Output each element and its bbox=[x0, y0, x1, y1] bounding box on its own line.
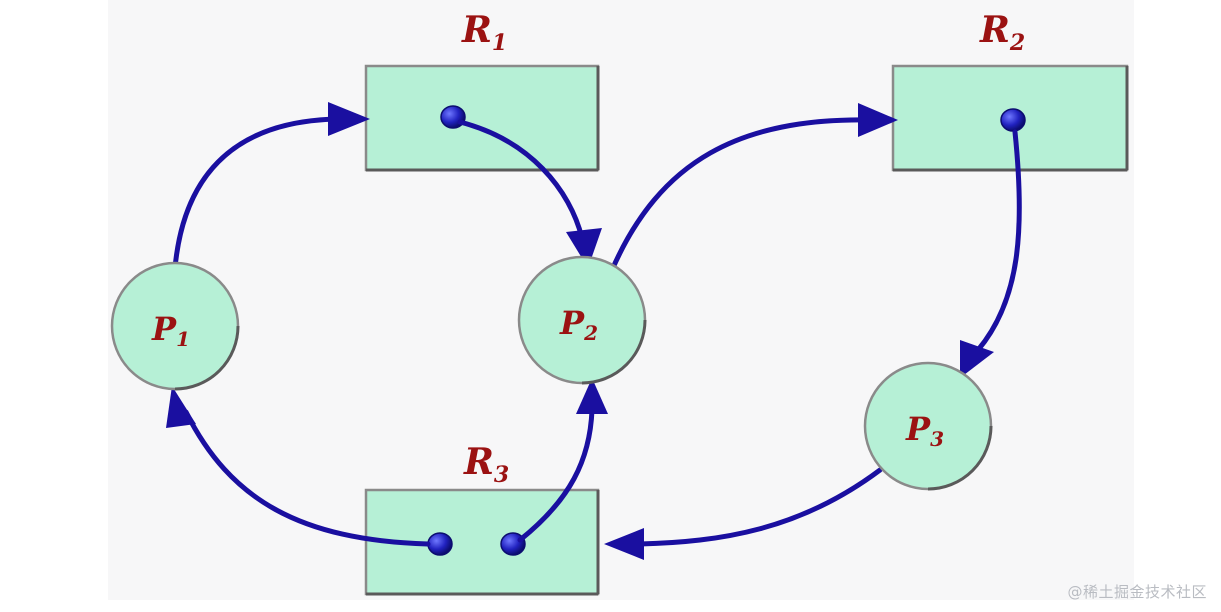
arrowhead-into-r2 bbox=[858, 103, 898, 137]
resource-r1-box bbox=[364, 64, 600, 172]
arrowhead-into-p3 bbox=[960, 340, 994, 378]
arrowhead-into-p1 bbox=[166, 386, 196, 428]
edge-p2-requests-r2 bbox=[609, 117, 873, 273]
resource-r2-label: R2 bbox=[979, 9, 1025, 56]
resource-r1-label: R1 bbox=[461, 9, 507, 56]
resource-r2: R2 bbox=[891, 9, 1129, 172]
resource-r1: R1 bbox=[364, 9, 600, 172]
arrowhead-into-r3 bbox=[604, 528, 644, 560]
edges bbox=[172, 116, 1022, 547]
resource-r3-instance-dot-1 bbox=[427, 532, 453, 556]
edge-p1-requests-r1 bbox=[172, 116, 343, 271]
arrowhead-into-p2-bottom bbox=[576, 378, 608, 414]
edge-r2-assigned-p3 bbox=[975, 129, 1022, 353]
arrowhead-into-p2-top bbox=[566, 228, 602, 268]
process-p3: P3 bbox=[863, 361, 993, 491]
process-p1-label: P1 bbox=[151, 310, 190, 351]
process-p3-label: P3 bbox=[905, 410, 944, 451]
process-p2: P2 bbox=[517, 255, 647, 385]
edge-p3-requests-r3 bbox=[637, 467, 883, 547]
resource-r2-instance-dot bbox=[1000, 108, 1026, 132]
resource-r3: R3 bbox=[364, 441, 600, 596]
process-p1: P1 bbox=[110, 261, 240, 391]
arrowheads bbox=[166, 102, 994, 560]
edge-r3-assigned-p2 bbox=[517, 407, 595, 543]
edge-r1-assigned-p2 bbox=[457, 119, 585, 241]
watermark-text: @稀土掘金技术社区 bbox=[1067, 583, 1207, 601]
edge-r3-assigned-p1 bbox=[183, 409, 431, 547]
process-p2-label: P2 bbox=[559, 304, 598, 345]
arrowhead-into-r1 bbox=[328, 102, 370, 136]
resource-r3-label: R3 bbox=[463, 441, 509, 488]
